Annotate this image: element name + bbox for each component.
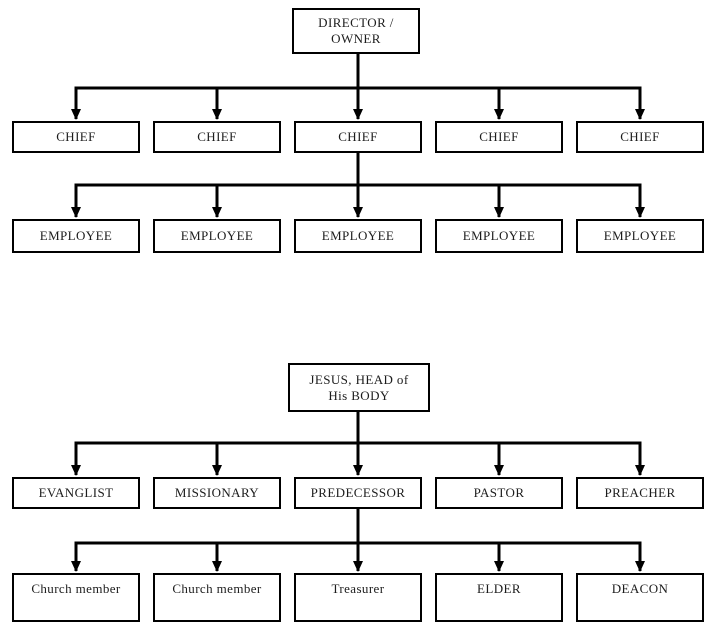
jesus-head-label-line2: His BODY: [328, 387, 390, 403]
employee-box-4: EMPLOYEE: [435, 219, 563, 253]
chief-label-5: CHIEF: [620, 129, 660, 144]
chief-box-2: CHIEF: [153, 121, 281, 153]
treasurer-box: Treasurer: [294, 573, 422, 622]
employee-label-4: EMPLOYEE: [462, 228, 536, 243]
treasurer-label: Treasurer: [331, 581, 385, 596]
church-member-label-2: Church member: [172, 581, 262, 596]
chief-label-2: CHIEF: [197, 129, 237, 144]
director-owner-label-line2: OWNER: [331, 31, 381, 46]
deacon-label: DEACON: [611, 581, 669, 596]
evanglist-box: EVANGLIST: [12, 477, 140, 509]
elder-box: ELDER: [435, 573, 563, 622]
predecessor-label: PREDECESSOR: [310, 485, 406, 500]
preacher-box: PREACHER: [576, 477, 704, 509]
church-member-box-1: Church member: [12, 573, 140, 622]
chief-box-1: CHIEF: [12, 121, 140, 153]
director-owner-label-line1: DIRECTOR /: [318, 15, 394, 30]
predecessor-box: PREDECESSOR: [294, 477, 422, 509]
chief-label-1: CHIEF: [56, 129, 96, 144]
employee-label-5: EMPLOYEE: [603, 228, 677, 243]
church-member-label-1: Church member: [31, 581, 121, 596]
chief-box-4: CHIEF: [435, 121, 563, 153]
director-owner-box: DIRECTOR / OWNER: [292, 8, 420, 54]
jesus-head-box: JESUS, HEAD of His BODY: [288, 363, 430, 412]
jesus-head-label-line1: JESUS, HEAD of: [309, 371, 409, 387]
pastor-label: PASTOR: [473, 485, 525, 500]
missionary-label: MISSIONARY: [174, 485, 260, 500]
missionary-box: MISSIONARY: [153, 477, 281, 509]
church-member-box-2: Church member: [153, 573, 281, 622]
pastor-box: PASTOR: [435, 477, 563, 509]
employee-label-1: EMPLOYEE: [39, 228, 113, 243]
employee-box-2: EMPLOYEE: [153, 219, 281, 253]
chief-label-3: CHIEF: [338, 129, 378, 144]
elder-label: ELDER: [477, 581, 521, 596]
employee-box-3: EMPLOYEE: [294, 219, 422, 253]
deacon-box: DEACON: [576, 573, 704, 622]
chief-box-5: CHIEF: [576, 121, 704, 153]
employee-box-5: EMPLOYEE: [576, 219, 704, 253]
employee-box-1: EMPLOYEE: [12, 219, 140, 253]
employee-label-2: EMPLOYEE: [180, 228, 254, 243]
preacher-label: PREACHER: [604, 485, 676, 500]
evanglist-label: EVANGLIST: [38, 485, 114, 500]
chief-label-4: CHIEF: [479, 129, 519, 144]
chief-box-3: CHIEF: [294, 121, 422, 153]
employee-label-3: EMPLOYEE: [321, 228, 395, 243]
